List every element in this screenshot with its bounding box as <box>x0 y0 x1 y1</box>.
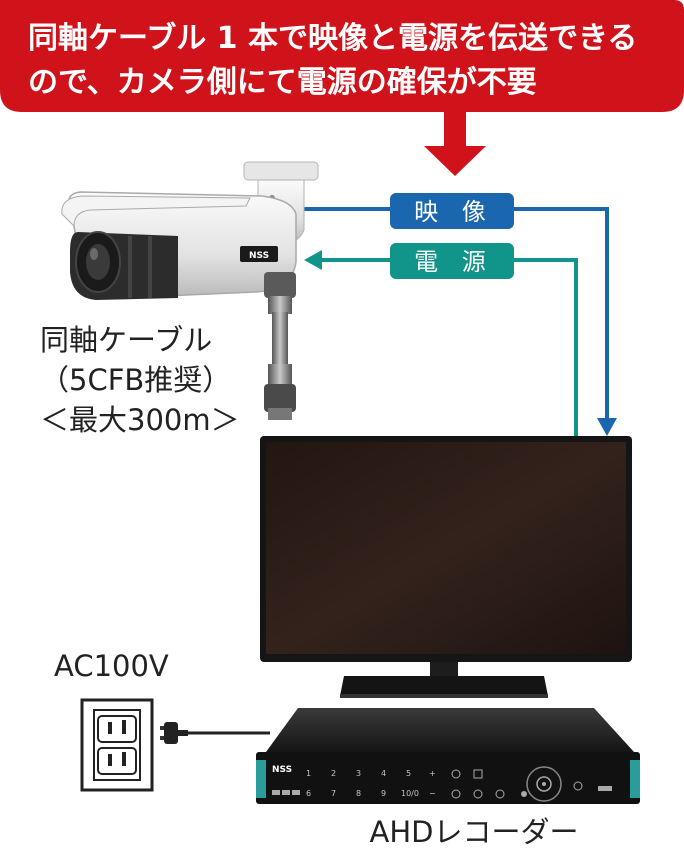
banner-line-1: 同軸ケーブル 1 本で映像と電源を伝送できる <box>28 21 637 56</box>
power-label: 電 源 <box>414 248 494 276</box>
cable-label: 同軸ケーブル （5CFB推奨） ＜最大300m＞ <box>40 323 240 437</box>
power-cord-icon <box>160 722 270 744</box>
recorder-keypad: 1 2 3 4 5 + 6 7 8 9 10/0 − <box>306 769 436 798</box>
recorder-key: 10/0 <box>401 789 419 798</box>
recorder-key: 2 <box>331 769 336 778</box>
video-label: 映 像 <box>414 198 494 226</box>
cable-label-line-3: ＜最大300m＞ <box>40 403 240 437</box>
recorder-dpad-icon <box>526 766 562 802</box>
ahd-recorder-icon: NSS 1 2 3 4 5 + 6 7 8 9 10/0 − <box>256 708 640 804</box>
ac-label: AC100V <box>54 649 169 683</box>
power-label-pill: 電 源 <box>390 243 514 279</box>
recorder-key: 9 <box>381 789 386 798</box>
banner-down-arrow-icon <box>424 112 486 176</box>
recorder-key: 5 <box>406 769 411 778</box>
recorder-key: 1 <box>306 769 311 778</box>
video-label-pill: 映 像 <box>390 193 514 229</box>
banner-line-2: ので、カメラ側にて電源の確保が不要 <box>28 65 537 100</box>
bullet-camera-icon: NSS <box>61 161 319 300</box>
recorder-key: 7 <box>331 789 336 798</box>
wall-outlet-icon <box>80 698 154 792</box>
banner-callout: 同軸ケーブル 1 本で映像と電源を伝送できる ので、カメラ側にて電源の確保が不要 <box>0 0 684 112</box>
banner-shape <box>0 0 684 112</box>
recorder-key: 3 <box>356 769 361 778</box>
recorder-key: 8 <box>356 789 361 798</box>
cable-label-line-1: 同軸ケーブル <box>40 323 212 357</box>
coaxial-cable-icon <box>264 272 296 420</box>
camera-logo: NSS <box>249 251 269 261</box>
cable-label-line-2: （5CFB推奨） <box>40 363 231 397</box>
recorder-key: + <box>429 769 436 778</box>
recorder-key: − <box>429 789 436 798</box>
recorder-key: 4 <box>381 769 386 778</box>
recorder-logo: NSS <box>272 765 292 775</box>
monitor-icon <box>260 436 632 698</box>
recorder-label: AHDレコーダー <box>370 815 579 849</box>
recorder-key: 6 <box>306 789 311 798</box>
